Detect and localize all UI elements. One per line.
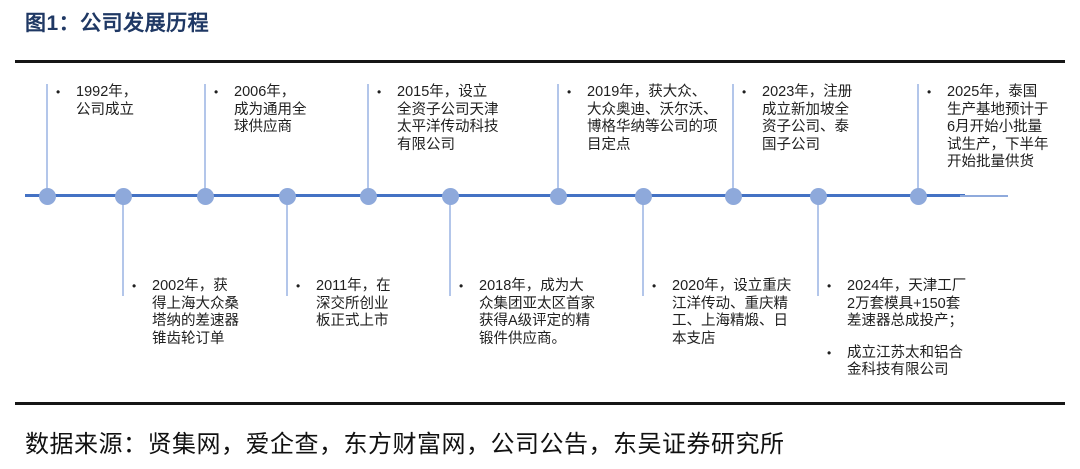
bullet-icon: • [377,85,382,99]
connector-2011 [286,197,288,296]
milestone-dot-2019 [550,188,567,205]
timeline-event-2019: • 2019年，获大众、大众奥迪、沃尔沃、博格华纳等公司的项目定点 [563,84,719,154]
milestone-dot-2020 [635,188,652,205]
event-text: 2018年，成为大众集团亚太区首家获得A级评定的精锻件供应商。 [479,278,595,347]
connector-2018 [449,197,451,296]
bottom-divider [15,402,1065,405]
connector-2019 [557,84,559,195]
connector-2024 [817,197,819,296]
event-text: 2011年，在深交所创业板正式上市 [316,278,391,329]
timeline-event-2025: • 2025年，泰国生产基地预计于6月开始小批量试生产，下半年开始批量供货 [923,84,1051,172]
bullet-icon: • [132,279,137,293]
milestone-dot-2002 [115,188,132,205]
data-source-note: 数据来源：贤集网，爱企查，东方财富网，公司公告，东吴证券研究所 [25,431,785,458]
bullet-icon: • [214,85,219,99]
timeline-axis-tail [960,194,1008,197]
bullet-icon: • [56,85,61,99]
connector-2002 [122,197,124,296]
timeline-axis [25,194,965,197]
milestone-dot-2025 [910,188,927,205]
connector-2015 [367,84,369,195]
event-text: 2006年，成为通用全球供应商 [234,84,307,135]
bullet-icon: • [927,85,932,99]
timeline-event-2006: • 2006年，成为通用全球供应商 [210,84,309,137]
event-text: 2020年，设立重庆江洋传动、重庆精工、上海精煅、日本支店 [672,278,792,347]
milestone-dot-1992 [39,188,56,205]
connector-2025 [917,84,919,195]
milestone-dot-2011 [279,188,296,205]
event-text: 2015年，设立全资子公司天津太平洋传动科技有限公司 [397,84,499,153]
timeline-event-2023: • 2023年，注册成立新加坡全资子公司、泰国子公司 [738,84,854,154]
bullet-icon: • [827,279,832,293]
event-text: 成立江苏太和铝合金科技有限公司 [847,344,963,379]
timeline-event-2020: • 2020年，设立重庆江洋传动、重庆精工、上海精煅、日本支店 [648,278,793,348]
milestone-dot-2023 [725,188,742,205]
timeline-event-2002: • 2002年，获得上海大众桑塔纳的差速器锥齿轮订单 [128,278,241,348]
milestone-dot-2006 [197,188,214,205]
milestone-dot-2024 [810,188,827,205]
timeline-event-2018: • 2018年，成为大众集团亚太区首家获得A级评定的精锻件供应商。 [455,278,595,348]
connector-2020 [642,197,644,296]
connector-2006 [204,84,206,195]
event-text: 2023年，注册成立新加坡全资子公司、泰国子公司 [762,84,853,153]
timeline-event-2015: • 2015年，设立全资子公司天津太平洋传动科技有限公司 [373,84,501,154]
timeline-event-1992: • 1992年，公司成立 [52,84,144,119]
milestone-dot-2015 [360,188,377,205]
timeline-event-2011: • 2011年，在深交所创业板正式上市 [292,278,397,331]
event-text: 2019年，获大众、大众奥迪、沃尔沃、博格华纳等公司的项目定点 [587,84,718,153]
connector-2023 [732,84,734,195]
bullet-icon: • [459,279,464,293]
event-text: 1992年，公司成立 [76,84,138,118]
bullet-icon: • [296,279,301,293]
top-divider [15,60,1065,63]
event-text: 2024年，天津工厂2万套模具+150套差速器总成投产； [847,278,967,329]
bullet-icon: • [827,345,832,360]
timeline-event-2024: • 2024年，天津工厂2万套模具+150套差速器总成投产； • 成立江苏太和铝… [823,278,969,380]
bullet-icon: • [567,85,572,99]
figure-title: 图1：公司发展历程 [25,12,210,35]
event-text: 2002年，获得上海大众桑塔纳的差速器锥齿轮订单 [152,278,239,347]
event-text: 2025年，泰国生产基地预计于6月开始小批量试生产，下半年开始批量供货 [947,84,1049,170]
connector-1992 [46,84,48,195]
bullet-icon: • [652,279,657,293]
bullet-icon: • [742,85,747,99]
milestone-dot-2018 [442,188,459,205]
